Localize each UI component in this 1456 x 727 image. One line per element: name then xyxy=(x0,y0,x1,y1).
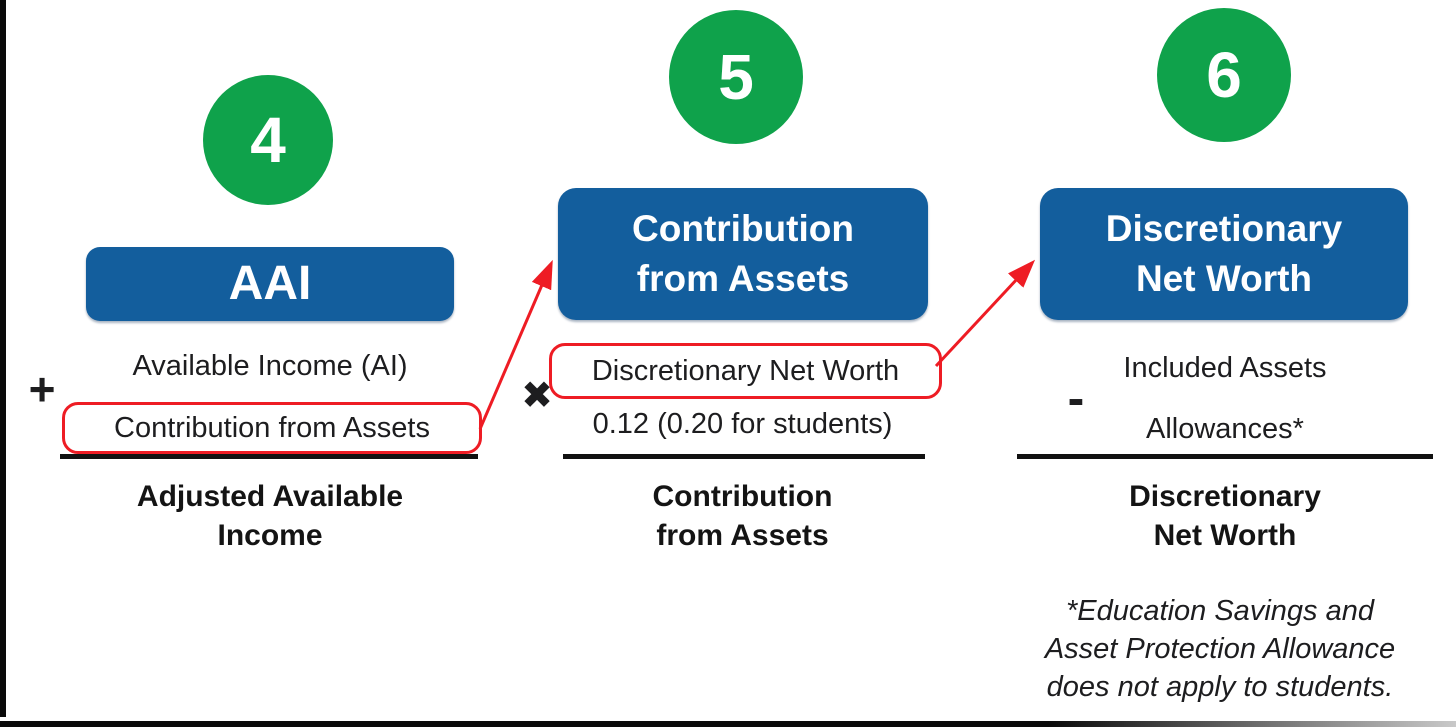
step-badge-6: 6 xyxy=(1157,8,1291,142)
fraction-bar-step4 xyxy=(60,454,478,459)
fraction-bar-step5 xyxy=(563,454,925,459)
plus-operator: + xyxy=(28,363,56,415)
contribution-from-assets-title-box: Contribution from Assets xyxy=(558,188,928,320)
step-badge-4: 4 xyxy=(203,75,333,205)
available-income-line: Available Income (AI) xyxy=(132,350,408,382)
asset-rate-line: 0.12 (0.20 for students) xyxy=(592,408,893,440)
contribution-from-assets-highlight-box: Contribution from Assets xyxy=(62,402,482,454)
step-badge-5: 5 xyxy=(669,10,803,144)
allowances-line: Allowances* xyxy=(1146,413,1304,445)
contribution-from-assets-result: Contribution from Assets xyxy=(652,480,833,552)
discretionary-net-worth-highlight-box: Discretionary Net Worth xyxy=(549,343,942,399)
left-black-border xyxy=(0,0,6,717)
discretionary-net-worth-title-box: Discretionary Net Worth xyxy=(1040,188,1408,320)
students-footnote: *Education Savings and Asset Protection … xyxy=(1044,595,1396,703)
adjusted-available-income-result: Adjusted Available Income xyxy=(136,480,404,552)
bottom-black-border xyxy=(0,721,1456,727)
discretionary-net-worth-result: Discretionary Net Worth xyxy=(1129,480,1321,552)
included-assets-line: Included Assets xyxy=(1123,352,1327,384)
minus-operator: - xyxy=(1067,370,1085,426)
fraction-bar-step6 xyxy=(1017,454,1433,459)
arrow-dnw-to-step6 xyxy=(934,259,1036,368)
aai-title-box: AAI xyxy=(86,247,454,321)
